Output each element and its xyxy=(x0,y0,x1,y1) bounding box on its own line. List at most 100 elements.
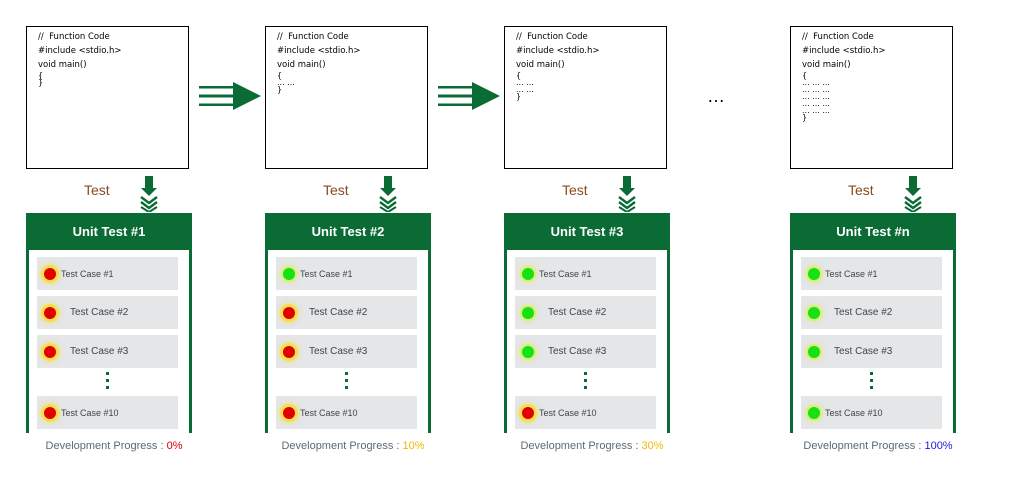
progress-value: 0% xyxy=(166,440,183,452)
progress-value: 30% xyxy=(641,440,664,452)
function-code-box: // Function Code #include <stdio.h> void… xyxy=(790,26,953,169)
code-line: ... ... ... xyxy=(802,78,830,87)
test-case-row: Test Case #3 xyxy=(515,335,656,368)
test-case-label: Test Case #1 xyxy=(61,268,114,279)
code-line: ... ... ... xyxy=(802,85,830,94)
test-label: Test xyxy=(848,182,874,198)
code-line: ... ... ... xyxy=(802,99,830,108)
status-fail-icon xyxy=(44,406,56,419)
test-case-label: Test Case #2 xyxy=(70,307,129,318)
status-pass-icon xyxy=(522,267,534,280)
status-pass-icon xyxy=(808,267,820,280)
test-case-row: Test Case #10 xyxy=(515,396,656,429)
status-pass-icon xyxy=(522,345,534,358)
test-case-label: Test Case #3 xyxy=(834,346,893,357)
chevron-down-icon xyxy=(379,176,397,212)
progress-value: 100% xyxy=(924,440,953,452)
chevron-down-icon xyxy=(618,176,636,212)
status-pass-icon xyxy=(522,306,534,319)
function-code-box: // Function Code #include <stdio.h> void… xyxy=(26,26,189,169)
unit-test-title: Unit Test #2 xyxy=(265,213,431,250)
status-fail-icon xyxy=(283,306,295,319)
code-line: ... ... xyxy=(516,85,534,94)
status-fail-icon xyxy=(283,406,295,419)
test-case-label: Test Case #1 xyxy=(825,268,878,279)
stage-3: // Function Code #include <stdio.h> void… xyxy=(502,0,672,479)
status-fail-icon xyxy=(522,406,534,419)
code-line: // Function Code xyxy=(277,32,349,42)
code-line: #include <stdio.h> xyxy=(516,46,600,56)
stage-2: // Function Code #include <stdio.h> void… xyxy=(263,0,433,479)
test-case-row: Test Case #3 xyxy=(801,335,942,368)
development-progress: Development Progress : 30% xyxy=(502,440,682,452)
progress-value: 10% xyxy=(402,440,425,452)
code-line: } xyxy=(516,92,522,101)
arrow-right-icon xyxy=(438,82,500,110)
code-line: ... ... ... xyxy=(802,106,830,115)
status-pass-icon xyxy=(808,345,820,358)
test-case-row: Test Case #2 xyxy=(801,296,942,329)
test-case-label: Test Case #2 xyxy=(548,307,607,318)
test-case-label: Test Case #3 xyxy=(548,346,607,357)
arrow-right-icon xyxy=(199,82,261,110)
function-code-box: // Function Code #include <stdio.h> void… xyxy=(265,26,428,169)
code-line: { xyxy=(802,71,808,80)
code-line: void main() xyxy=(516,60,565,70)
continuation-ellipsis: … xyxy=(707,86,726,106)
test-case-row: Test Case #3 xyxy=(37,335,178,368)
code-line: ... ... ... xyxy=(802,92,830,101)
test-case-label: Test Case #10 xyxy=(539,407,597,418)
stage-n: // Function Code #include <stdio.h> void… xyxy=(788,0,958,479)
status-fail-icon xyxy=(44,306,56,319)
code-line: void main() xyxy=(277,60,326,70)
status-fail-icon xyxy=(283,345,295,358)
test-case-label: Test Case #2 xyxy=(834,307,893,318)
code-line: #include <stdio.h> xyxy=(277,46,361,56)
test-case-label: Test Case #10 xyxy=(300,407,358,418)
code-line: ... ... xyxy=(277,78,295,87)
test-case-label: Test Case #3 xyxy=(70,346,129,357)
code-line: // Function Code xyxy=(38,32,110,42)
chevron-down-icon xyxy=(904,176,922,212)
progress-label: Development Progress : xyxy=(281,440,403,452)
vertical-ellipsis-icon xyxy=(106,372,109,389)
test-case-row: Test Case #10 xyxy=(801,396,942,429)
test-label: Test xyxy=(562,182,588,198)
test-case-label: Test Case #2 xyxy=(309,307,368,318)
code-line: } xyxy=(277,85,283,94)
code-line: // Function Code xyxy=(802,32,874,42)
development-progress: Development Progress : 100% xyxy=(788,440,968,452)
code-line: // Function Code xyxy=(516,32,588,42)
code-line: void main() xyxy=(38,60,87,70)
test-case-row: Test Case #1 xyxy=(801,257,942,290)
development-progress: Development Progress : 0% xyxy=(24,440,204,452)
test-case-row: Test Case #10 xyxy=(37,396,178,429)
status-pass-icon xyxy=(283,267,295,280)
test-case-label: Test Case #10 xyxy=(61,407,119,418)
chevron-down-icon xyxy=(140,176,158,212)
vertical-ellipsis-icon xyxy=(584,372,587,389)
test-case-row: Test Case #10 xyxy=(276,396,417,429)
code-line: } xyxy=(802,113,808,122)
code-line: { xyxy=(277,71,283,80)
code-line: #include <stdio.h> xyxy=(802,46,886,56)
test-case-label: Test Case #1 xyxy=(539,268,592,279)
development-progress: Development Progress : 10% xyxy=(263,440,443,452)
test-case-row: Test Case #2 xyxy=(37,296,178,329)
vertical-ellipsis-icon xyxy=(345,372,348,389)
code-line: } xyxy=(38,78,44,87)
status-pass-icon xyxy=(808,306,820,319)
test-label: Test xyxy=(323,182,349,198)
unit-test-title: Unit Test #3 xyxy=(504,213,670,250)
progress-label: Development Progress : xyxy=(803,440,925,452)
code-line: { xyxy=(38,71,44,80)
test-case-row: Test Case #3 xyxy=(276,335,417,368)
test-case-label: Test Case #3 xyxy=(309,346,368,357)
status-fail-icon xyxy=(44,267,56,280)
code-line: ... ... xyxy=(516,78,534,87)
test-case-row: Test Case #1 xyxy=(515,257,656,290)
code-line: #include <stdio.h> xyxy=(38,46,122,56)
progress-label: Development Progress : xyxy=(520,440,642,452)
code-line: { xyxy=(516,71,522,80)
unit-test-title: Unit Test #1 xyxy=(26,213,192,250)
